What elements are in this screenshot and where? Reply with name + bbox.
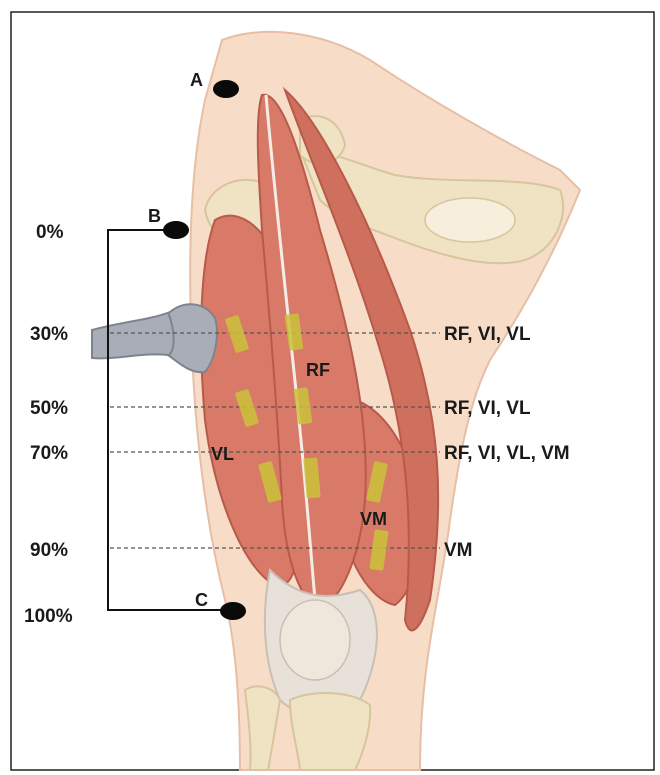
level-muscles-30: RF, VI, VL [444,324,531,345]
patella [280,600,350,680]
point-b-label: B [148,206,161,226]
muscle-label-vm: VM [360,509,387,529]
point-c-dot [220,602,246,620]
percent-label-0: 0% [36,222,64,243]
obturator-foramen [425,198,515,242]
percent-label-50: 50% [30,398,68,419]
tibia-bone [290,693,370,770]
muscle-label-vl: VL [211,444,234,464]
level-muscles-70: RF, VI, VL, VM [444,443,570,464]
point-a-label: A [190,70,203,90]
percent-label-70: 70% [30,443,68,464]
muscle-label-rf: RF [306,360,330,380]
point-a-dot [213,80,239,98]
percent-label-90: 90% [30,540,68,561]
point-b-dot [163,221,189,239]
point-c-label: C [195,590,208,610]
level-muscles-90: VM [444,540,473,561]
percent-label-100: 100% [24,606,73,627]
level-muscles-50: RF, VI, VL [444,398,531,419]
percent-label-30: 30% [30,324,68,345]
